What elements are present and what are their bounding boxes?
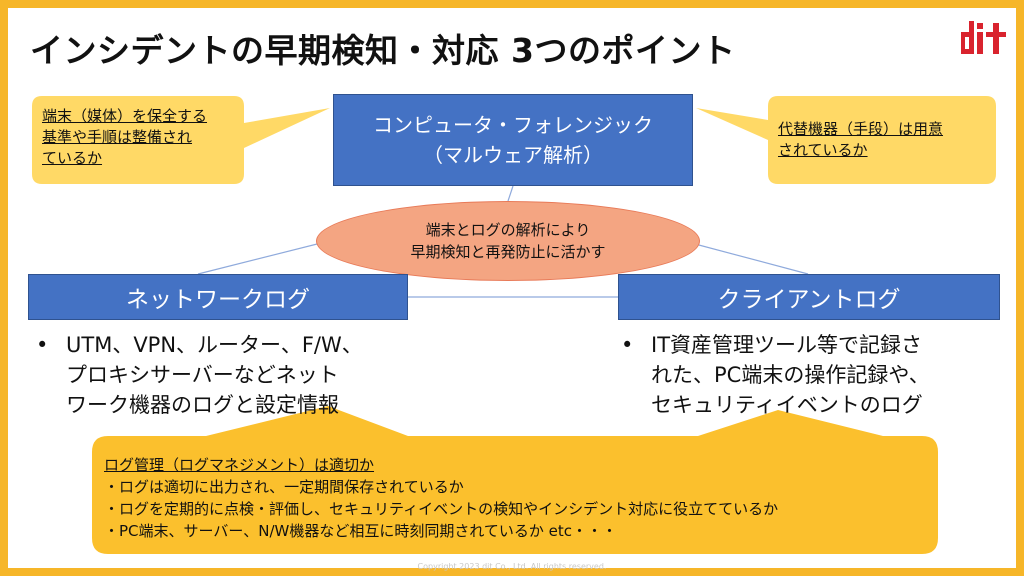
connector-forensics-ellipse <box>507 185 514 202</box>
log-management-item: ・ログを定期的に点検・評価し、セキュリティイベントの検知やインシデント対応に役立… <box>104 500 779 518</box>
bottom-callout <box>92 406 938 554</box>
log-management-text: ログ管理（ログマネジメント）は適切か ・ログは適切に出力され、一定期間保存されて… <box>104 454 778 542</box>
bullet-dot: • <box>621 333 634 357</box>
log-management-heading: ログ管理（ログマネジメント）は適切か <box>104 456 375 474</box>
client-log-label: クライアントログ <box>717 287 901 313</box>
dit-logo <box>961 21 1006 54</box>
ellipse-line-2: 早期検知と再発防止に活かす <box>410 243 606 261</box>
left-callout-bubble <box>32 96 330 184</box>
slide: インシデントの早期検知・対応 3つのポイント コンピュータ・フォレンジック （マ… <box>8 8 1016 568</box>
client-log-bullet: • IT資産管理ツール等で記録さ れた、PC端末の操作記録や、 セキュリティイベ… <box>621 330 1001 422</box>
connector-client-ellipse <box>679 239 809 275</box>
log-management-item: ・PC端末、サーバー、N/W機器など相互に時刻同期されているか etc・・・ <box>104 522 618 540</box>
bullet-dot: • <box>36 333 49 357</box>
network-log-box: ネットワークログ <box>28 274 408 320</box>
forensics-subtitle: （マルウェア解析） <box>423 143 603 167</box>
right-callout-text: 代替機器（手段）は用意 されているか <box>778 120 944 159</box>
connector-layer <box>32 96 996 554</box>
forensics-box: コンピュータ・フォレンジック （マルウェア解析） <box>333 94 693 186</box>
forensics-title: コンピュータ・フォレンジック <box>373 113 653 137</box>
log-management-item: ・ログは適切に出力され、一定期間保存されているか <box>104 478 464 496</box>
network-log-bullet: • UTM、VPN、ルーター、F/W、 プロキシサーバーなどネット ワーク機器の… <box>36 330 406 422</box>
client-log-box: クライアントログ <box>618 274 1000 320</box>
network-log-label: ネットワークログ <box>126 287 310 313</box>
ellipse-line-1: 端末とログの解析により <box>425 221 591 239</box>
page-title: インシデントの早期検知・対応 3つのポイント <box>30 31 736 70</box>
right-callout-bubble <box>696 96 996 184</box>
left-callout-text: 端末（媒体）を保全する 基準や手順は整備され ているか <box>42 107 208 167</box>
connector-network-ellipse <box>197 239 334 275</box>
copyright: Copyright 2023 dit Co., Ltd. All rights … <box>417 562 607 571</box>
analysis-ellipse: 端末とログの解析により 早期検知と再発防止に活かす <box>316 201 700 281</box>
